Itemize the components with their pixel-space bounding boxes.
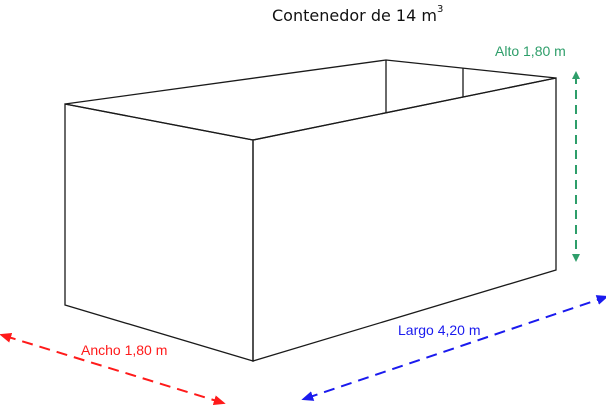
alto-label: Alto 1,80 m <box>495 43 566 59</box>
largo-dimension-arrow <box>301 295 606 401</box>
right-face <box>252 77 557 362</box>
title-superscript: 3 <box>436 4 444 15</box>
largo-label: Largo 4,20 m <box>397 322 482 338</box>
ancho-dimension-arrow <box>0 332 226 405</box>
title-text: Contenedor de 14 m <box>272 6 437 25</box>
ancho-label: Ancho 1,80 m <box>81 342 168 358</box>
container-box <box>64 59 557 362</box>
diagram-title: Contenedor de 14 m3 <box>272 4 444 25</box>
front-face <box>64 103 254 362</box>
